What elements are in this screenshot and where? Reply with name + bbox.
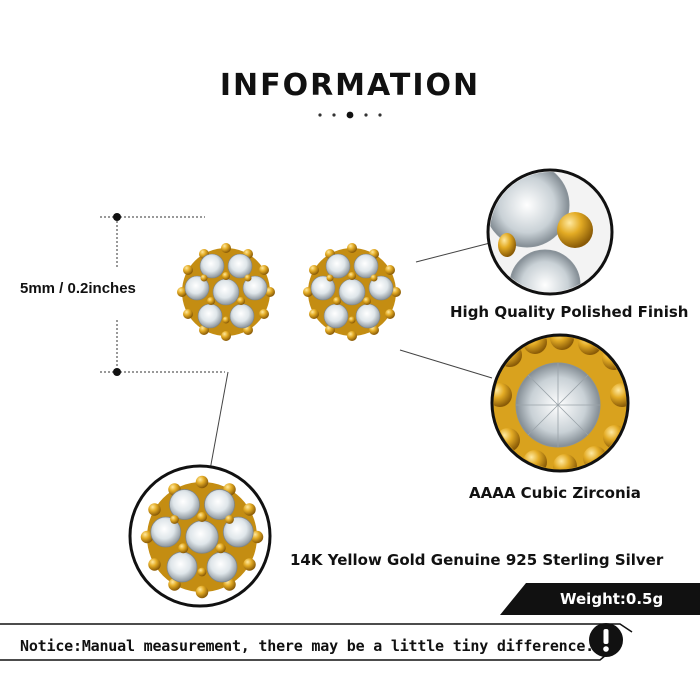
weight-banner-shape [500,583,700,615]
notice-text: Notice:Manual measurement, there may be … [20,637,594,655]
finish-caption: High Quality Polished Finish [450,303,689,321]
earring-right [302,242,402,342]
dimension-label: 5mm / 0.2inches [20,280,136,297]
stone-caption: AAAA Cubic Zirconia [469,484,641,502]
page-title: INFORMATION [219,68,481,103]
zoom-cubic-zirconia [490,333,630,473]
title-divider-dots [318,111,382,119]
warning-icon [589,623,623,657]
zoom-polished-finish [486,168,614,296]
weight-label: Weight:0.5g [560,590,664,608]
zoom-earring-detail [128,464,272,608]
earring-left [176,242,276,342]
material-caption: 14K Yellow Gold Genuine 925 Sterling Sil… [290,551,664,569]
